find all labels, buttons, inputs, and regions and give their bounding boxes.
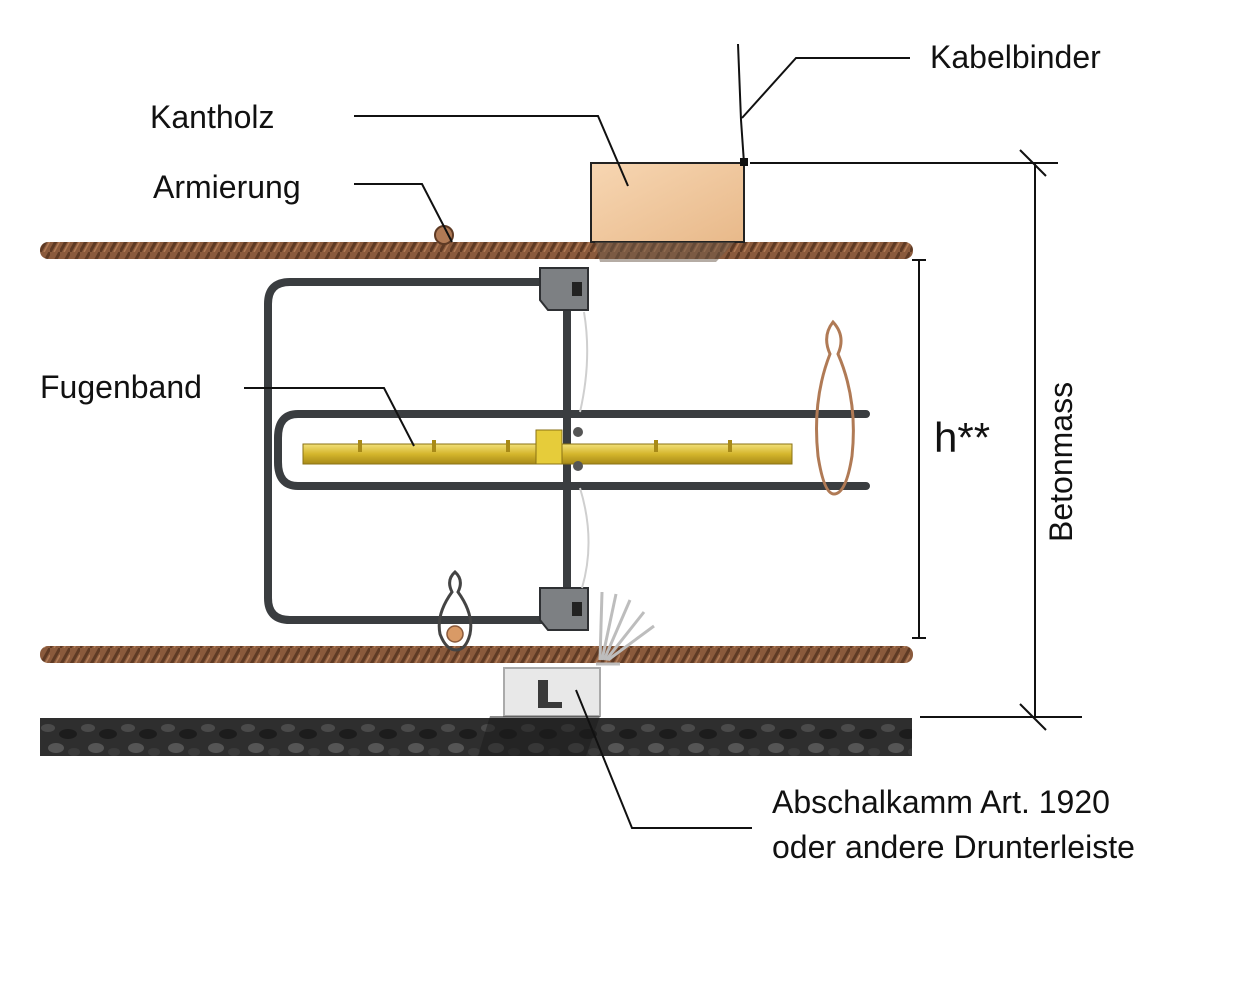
leader-lines bbox=[244, 57, 910, 829]
fan-strips bbox=[596, 591, 655, 666]
label-h: h** bbox=[934, 414, 990, 461]
formwork-comb bbox=[478, 667, 601, 756]
spacer-clips bbox=[539, 267, 589, 631]
label-abschalkamm-line1: Abschalkamm Art. 1920 bbox=[772, 784, 1110, 820]
timber-block bbox=[590, 162, 745, 243]
height-dimension bbox=[912, 259, 926, 639]
tie-wires bbox=[579, 311, 590, 589]
label-kabelbinder: Kabelbinder bbox=[930, 39, 1101, 75]
label-armierung: Armierung bbox=[153, 169, 301, 205]
cable-tie-head bbox=[740, 158, 748, 166]
bottom-rebar bbox=[40, 646, 913, 663]
label-betonmass: Betonmass bbox=[1043, 382, 1079, 542]
lower-tie-loop bbox=[437, 569, 473, 652]
concrete-dimension bbox=[750, 149, 1082, 731]
rope-loop bbox=[815, 319, 855, 496]
timber-shadow bbox=[595, 242, 735, 262]
waterstop-band bbox=[302, 427, 793, 471]
label-fugenband: Fugenband bbox=[40, 369, 202, 405]
label-kantholz: Kantholz bbox=[150, 99, 275, 135]
top-rebar bbox=[40, 242, 913, 259]
cable-tie bbox=[737, 43, 745, 164]
gravel-base bbox=[40, 718, 912, 756]
label-abschalkamm-line2: oder andere Drunterleiste bbox=[772, 829, 1135, 865]
